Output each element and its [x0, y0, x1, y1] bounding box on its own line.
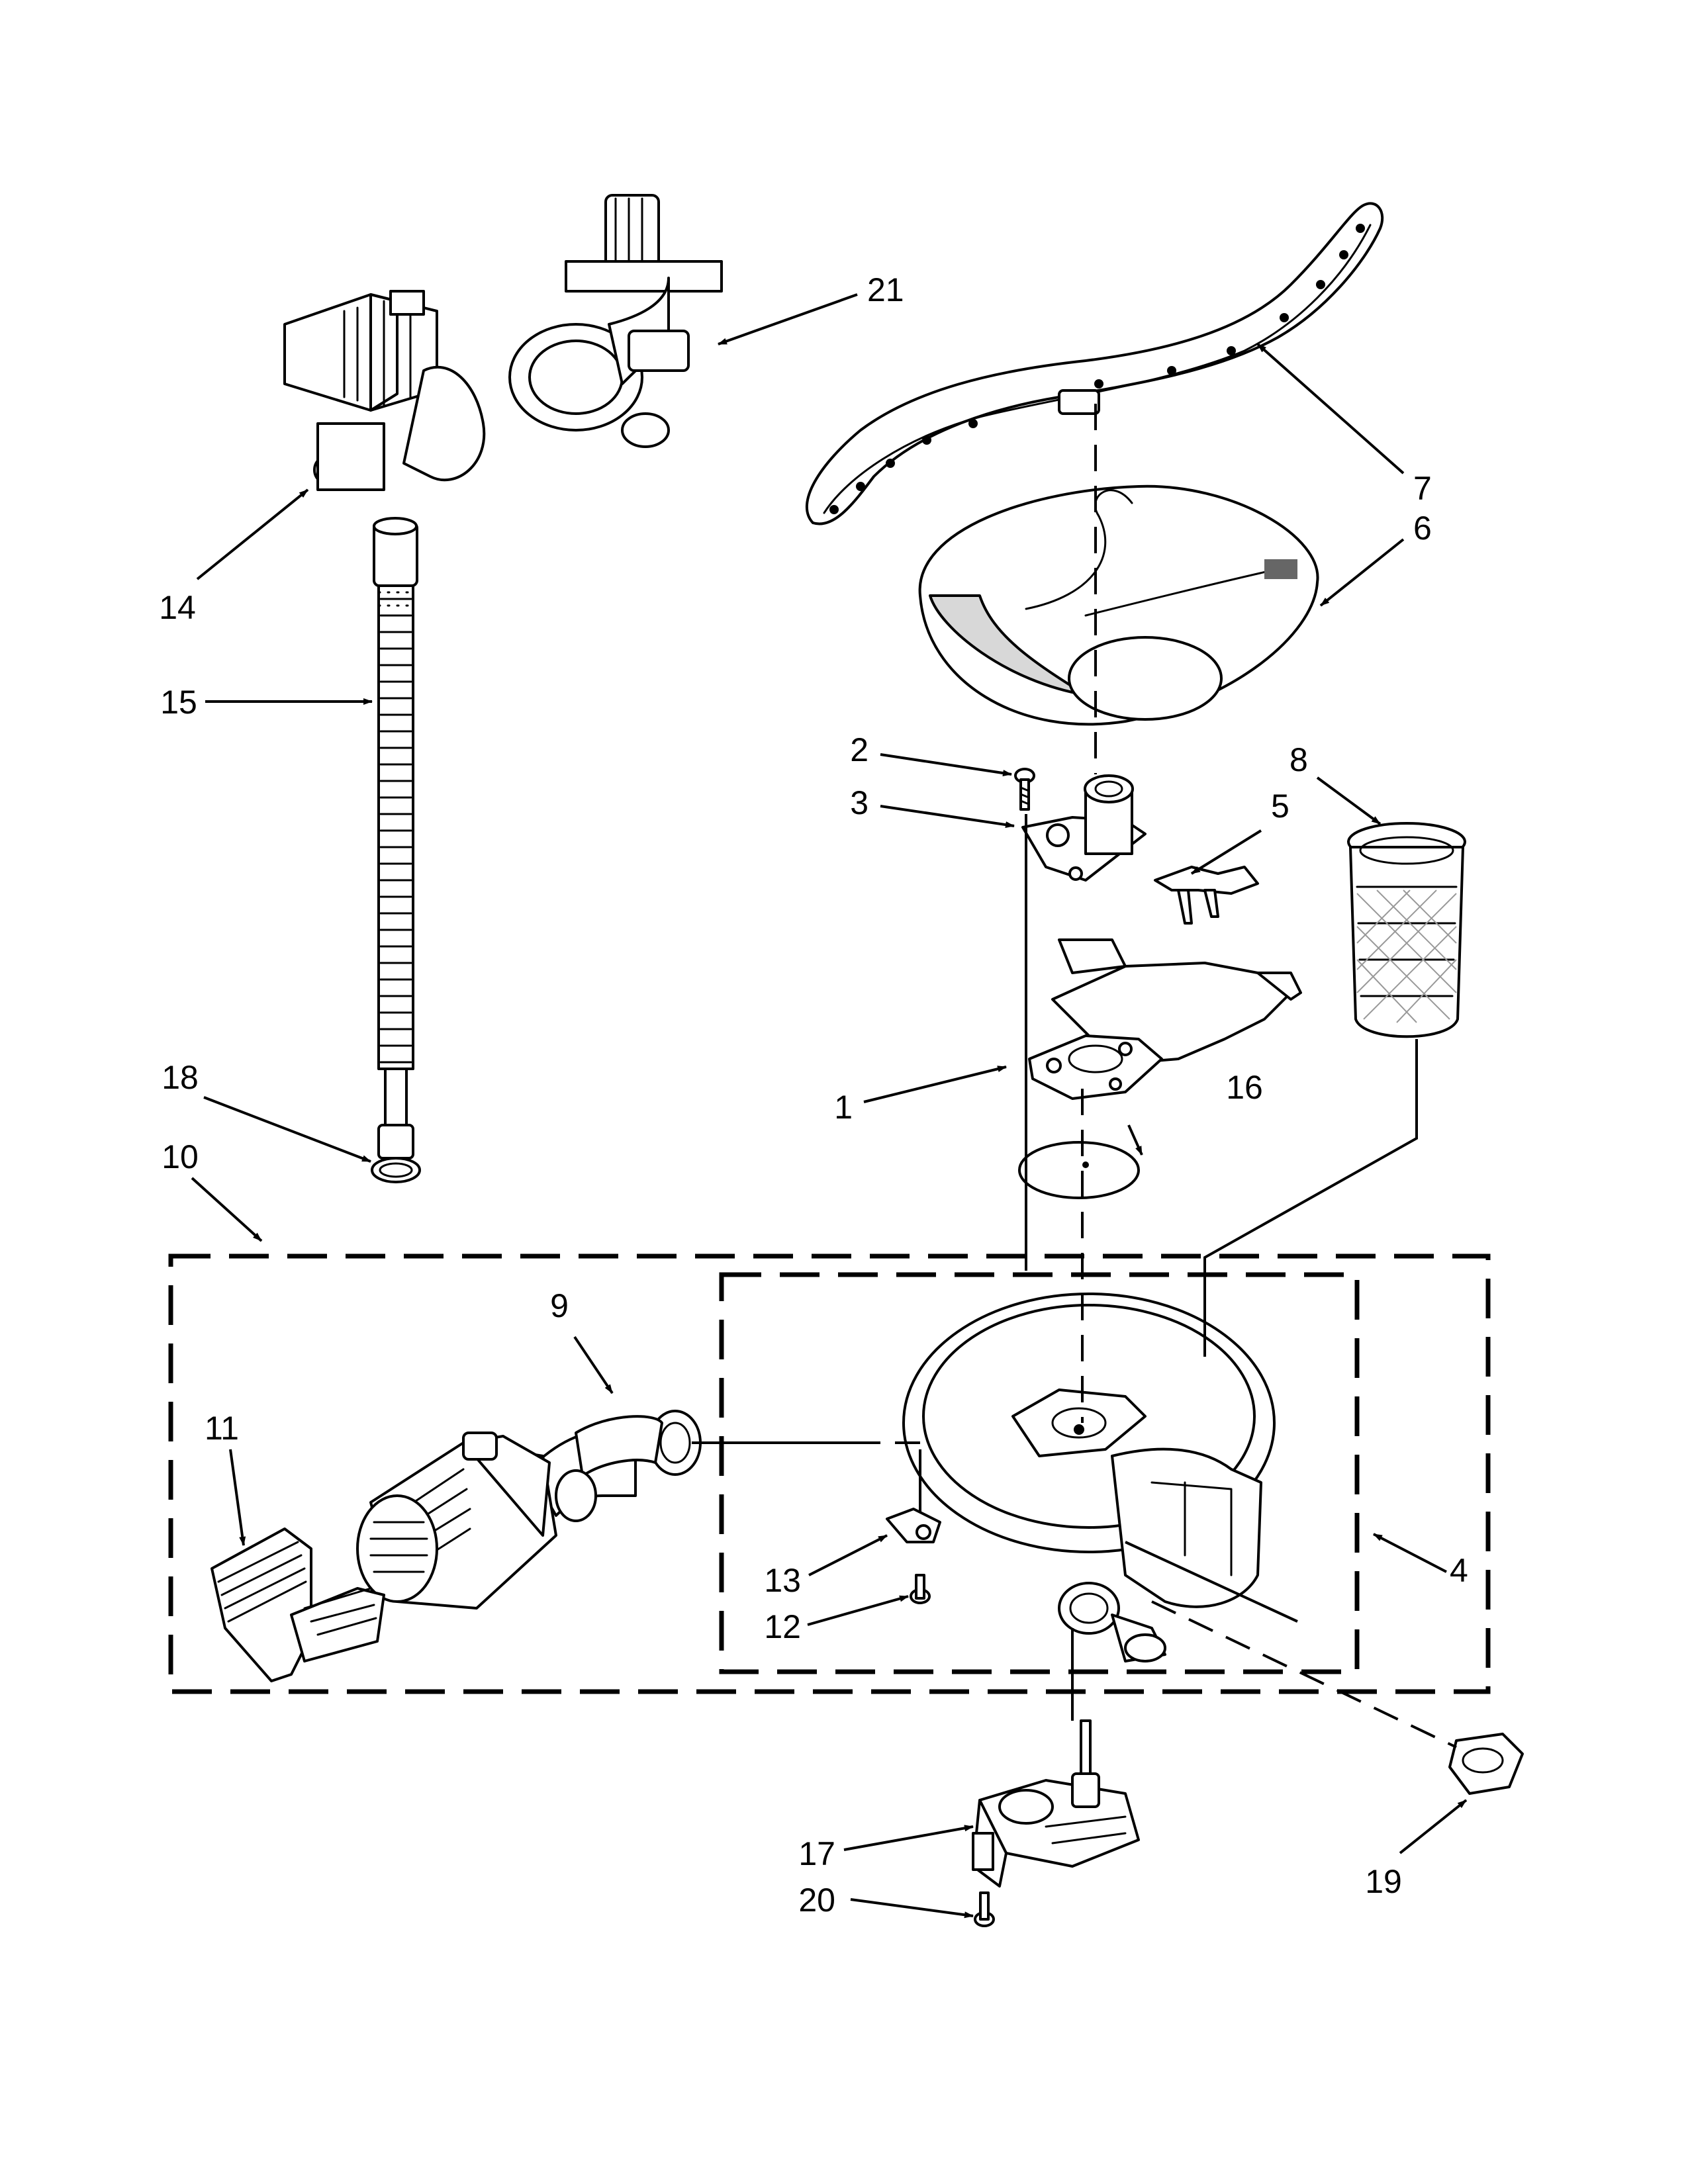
manifold-plate-part-1[interactable] — [1028, 938, 1302, 1100]
callout-13: 13 — [764, 1562, 801, 1599]
clip-part-5[interactable] — [1154, 866, 1259, 925]
bracket-part-13[interactable] — [886, 1508, 941, 1543]
callout-10: 10 — [162, 1138, 199, 1175]
filter-part-8[interactable] — [1347, 822, 1466, 1038]
drain-hose-part-15[interactable] — [373, 517, 418, 1160]
callout-15: 15 — [160, 684, 197, 721]
callout-14: 14 — [159, 589, 196, 626]
diverter-motor-part-17[interactable] — [972, 1719, 1140, 1888]
callout-12: 12 — [764, 1608, 801, 1645]
diverter-housing-part-21[interactable] — [508, 194, 723, 448]
callout-4: 4 — [1450, 1552, 1468, 1589]
assembly-box-10 — [168, 1253, 1491, 1694]
assembly-box-4 — [719, 1272, 1360, 1674]
callout-20: 20 — [798, 1882, 835, 1919]
hose-clamp-part-18[interactable] — [371, 1157, 421, 1183]
callout-1: 1 — [834, 1089, 853, 1126]
callout-3: 3 — [850, 784, 868, 821]
callout-11: 11 — [205, 1410, 239, 1447]
disc-part-16[interactable] — [1018, 1141, 1140, 1199]
motor-shroud-part-11[interactable] — [211, 1527, 385, 1682]
callout-5: 5 — [1271, 788, 1289, 825]
callout-7: 7 — [1413, 470, 1432, 507]
circulation-pump-motor-part-11[interactable] — [356, 1432, 557, 1610]
callout-2: 2 — [850, 731, 868, 768]
sump-part-4[interactable] — [902, 1293, 1276, 1662]
spray-arm-cover-part[interactable] — [918, 484, 1319, 726]
screw-part-20[interactable] — [974, 1891, 995, 1927]
drain-pump-part-14[interactable] — [283, 290, 486, 491]
screw-part-2[interactable] — [1014, 768, 1035, 811]
sensor-part-19[interactable] — [1448, 1733, 1524, 1795]
callout-8: 8 — [1289, 741, 1308, 778]
screw-part-12[interactable] — [910, 1574, 931, 1604]
callout-6: 6 — [1413, 510, 1432, 547]
leader-lines — [191, 293, 1468, 1919]
callout-9: 9 — [550, 1287, 569, 1324]
spray-arm-hub-part-3[interactable] — [1021, 774, 1147, 882]
callout-18: 18 — [162, 1059, 199, 1096]
callout-21: 21 — [867, 271, 904, 308]
callout-19: 19 — [1365, 1863, 1402, 1900]
hose-part-9[interactable] — [528, 1410, 702, 1522]
spray-arm-part[interactable] — [805, 202, 1384, 525]
callout-16: 16 — [1226, 1069, 1263, 1106]
callout-17: 17 — [798, 1835, 835, 1872]
